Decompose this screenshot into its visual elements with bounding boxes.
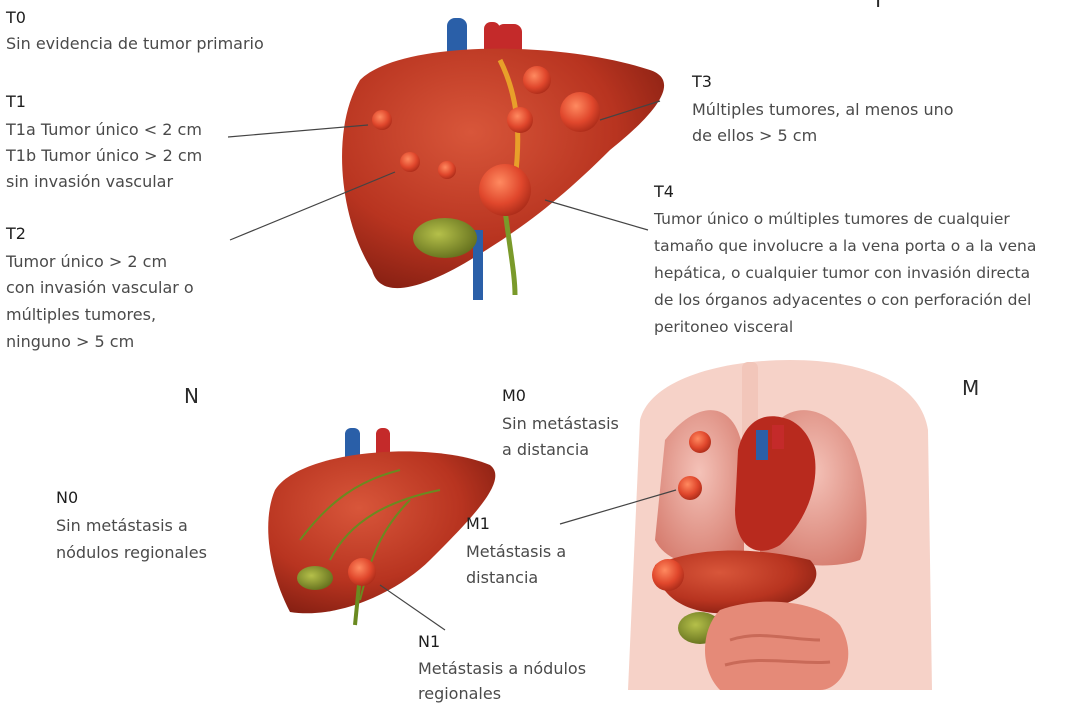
t4-line5: peritoneo visceral — [654, 315, 793, 339]
t2-line4: ninguno > 5 cm — [6, 330, 134, 354]
n0-line2: nódulos regionales — [56, 541, 207, 565]
t3-line1: Múltiples tumores, al menos uno — [692, 98, 954, 122]
torso-organs-illustration — [628, 360, 932, 690]
t4-line3: hepática, o cualquier tumor con invasión… — [654, 261, 1030, 285]
t1-code: T1 — [6, 90, 26, 114]
t2-line1: Tumor único > 2 cm — [6, 250, 167, 274]
m0-line1: Sin metástasis — [502, 412, 619, 436]
t3-line2: de ellos > 5 cm — [692, 124, 817, 148]
t1-line2: T1b Tumor único > 2 cm — [6, 144, 202, 168]
n1-line1: Metástasis a nódulos — [418, 657, 586, 681]
t4-line4: de los órganos adyacentes o con perforac… — [654, 288, 1031, 312]
t4-code: T4 — [654, 180, 674, 204]
m0-code: M0 — [502, 384, 526, 408]
liver-illustration — [342, 18, 664, 300]
t3-code: T3 — [692, 70, 712, 94]
t2-code: T2 — [6, 222, 26, 246]
t2-line3: múltiples tumores, — [6, 303, 156, 327]
m1-line2: distancia — [466, 566, 538, 590]
liver-nodes-illustration — [268, 428, 495, 625]
t2-line2: con invasión vascular o — [6, 276, 194, 300]
t1-line3: sin invasión vascular — [6, 170, 173, 194]
m1-line1: Metástasis a — [466, 540, 566, 564]
pointer-line-n1 — [380, 585, 445, 630]
t0-code: T0 — [6, 6, 26, 30]
n1-code: N1 — [418, 630, 440, 654]
n1-line2: regionales — [418, 682, 501, 706]
t4-line1: Tumor único o múltiples tumores de cualq… — [654, 207, 1010, 231]
m1-code: M1 — [466, 512, 490, 536]
t1-line1: T1a Tumor único < 2 cm — [6, 118, 202, 142]
n0-code: N0 — [56, 486, 78, 510]
t4-line2: tamaño que involucre a la vena porta o a… — [654, 234, 1036, 258]
t0-text: Sin evidencia de tumor primario — [6, 32, 264, 56]
n0-line1: Sin metástasis a — [56, 514, 188, 538]
m0-line2: a distancia — [502, 438, 589, 462]
